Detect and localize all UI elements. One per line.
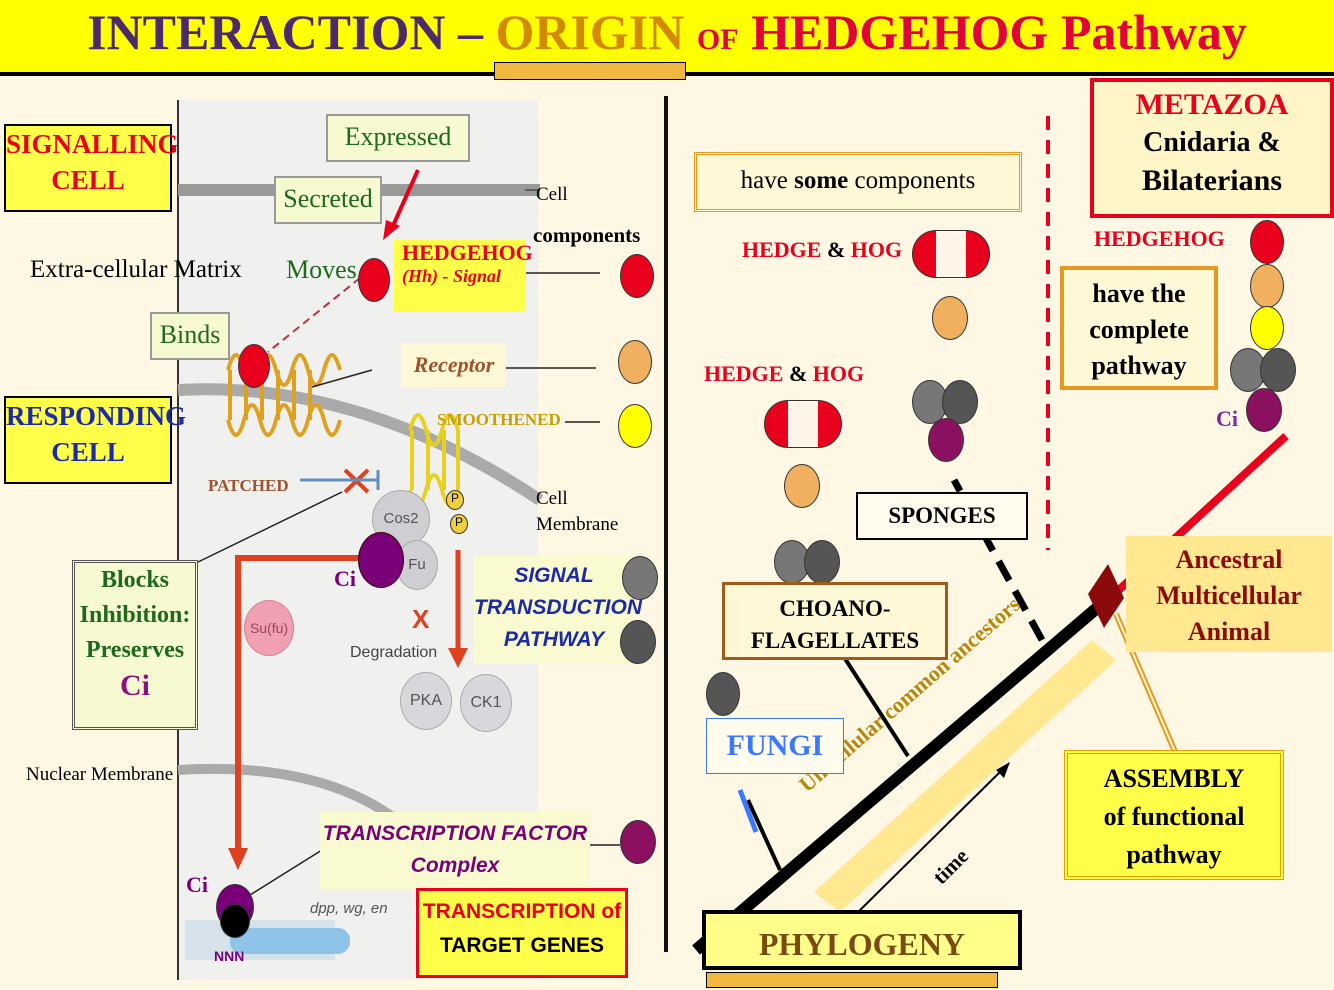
tf-complex-label: TRANSCRIPTION FACTOR Complex [320,812,590,890]
hedge-hog-label-sponges: HEDGE & HOG [742,237,903,262]
moves-label: Moves [286,255,357,284]
legend-ci-dot [620,820,656,864]
cos2-protein: Cos2 [372,490,430,548]
degradation-label: Degradation [350,644,438,661]
hedgehog-signal-label: HEDGEHOG (Hh) - Signal [394,240,533,312]
ecm-label: Extra-cellular Matrix [30,256,242,283]
binds-label: Binds [150,312,230,360]
pka-protein: PKA [400,672,452,730]
metazoa-box: METAZOA Cnidaria & Bilaterians [1090,78,1334,218]
ancestral-animal-label: Ancestral Multicellular Animal [1126,536,1332,652]
nnn-label: NNN [214,948,245,964]
receptor-label: Receptor [402,343,506,387]
assembly-label: ASSEMBLY of functional pathway [1064,750,1284,880]
metazoa-hedgehog-dot [1250,220,1284,264]
legend-grey-dot [622,556,658,600]
sponges-ci-dot [928,418,964,462]
metazoa-ci-dot [1246,388,1282,432]
sponges-receptor-dot [932,296,968,340]
page-title: INTERACTION – ORIGIN OF HEDGEHOG Pathway [87,4,1247,60]
fungi-label: FUNGI [706,718,844,774]
signalling-cell-label: SIGNALLING CELL [4,124,179,212]
split-hedgehog-sponges [912,230,990,278]
choano-receptor-dot [784,464,820,508]
cell-label: Cell [536,184,568,205]
ci-label: Ci [334,566,356,591]
sponges-dark-dot [942,380,978,424]
ci-metazoa-label: Ci [1216,406,1238,431]
legend-hedgehog-dot [620,254,654,298]
hedgehog-metazoa-label: HEDGEHOG [1094,226,1225,251]
responding-cell-label: RESPONDING CELL [4,396,186,484]
title-underline [494,62,686,80]
sponges-label: SPONGES [856,492,1028,540]
ci-nucleus-label: Ci [186,872,208,897]
phylogeny-underline [706,972,998,988]
choanoflagellates-label: CHOANO- FLAGELLATES [722,582,948,660]
complete-pathway-label: have the complete pathway [1060,266,1218,390]
ci-protein [358,532,404,588]
blocks-inhibition-label: Blocks Inhibition: Preserves Ci [72,560,198,730]
components-label: components [533,223,641,247]
patched-label: PATCHED [208,476,289,495]
fungi-dot [706,672,740,716]
legend-receptor-dot [618,340,652,384]
cell-membrane-label: Cell Membrane [536,488,619,535]
have-some-components-label: have some components [694,152,1022,212]
legend-smoothened-dot [618,404,652,448]
genes-label: dpp, wg, en [310,900,388,917]
legend-dark-grey-dot [620,620,656,664]
phosphate-2: P [450,514,468,534]
x-mark: X [412,604,430,634]
sufu-protein: Su(fu) [244,600,294,656]
signal-transduction-label: SIGNAL TRANSDUCTION PATHWAY [474,556,642,664]
choano-dark-dot [804,540,840,584]
panel-divider [664,96,668,952]
ck1-protein: CK1 [460,674,512,732]
metazoa-smoothened-dot [1250,306,1284,350]
hedgehog-ball-bound [238,344,270,388]
secreted-label: Secreted [274,176,382,224]
hedge-hog-label-choano: HEDGE & HOG [704,361,865,386]
smoothened-label: SMOOTHENED [437,410,561,429]
expressed-label: Expressed [326,114,470,162]
phylogeny-label: PHYLOGENY [702,910,1022,970]
phosphate-1: P [446,490,464,510]
metazoa-dark-dot [1260,348,1296,392]
hedgehog-ball-moving [358,258,390,302]
nnn-binding-dot [220,904,250,938]
target-genes-label: TRANSCRIPTION of TARGET GENES [416,888,628,978]
split-hedgehog-choano [764,400,842,448]
nuclear-membrane-label: Nuclear Membrane [26,764,174,785]
metazoa-receptor-dot [1250,264,1284,308]
